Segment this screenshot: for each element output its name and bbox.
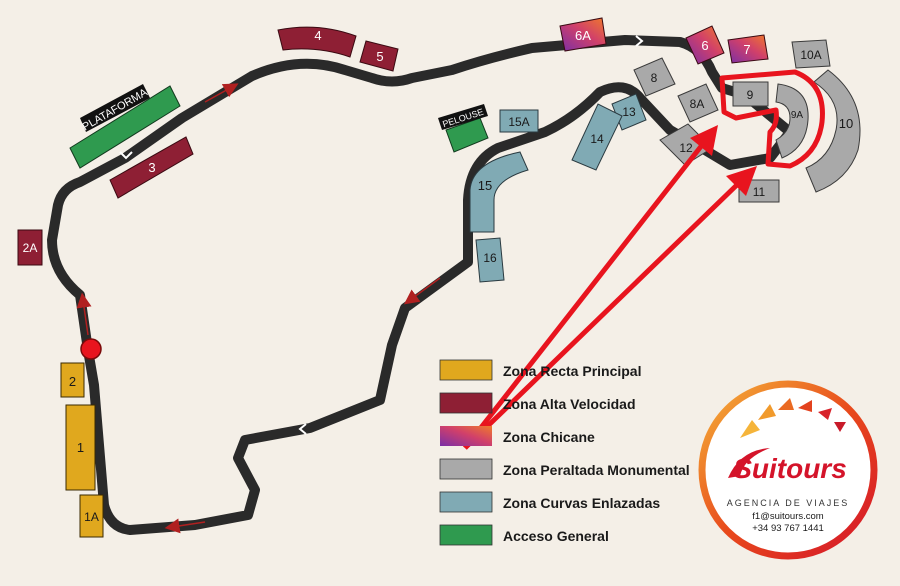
section-16-label: 16 <box>483 251 497 265</box>
highlight-outline <box>719 69 825 169</box>
pointer-arrows <box>463 125 757 450</box>
brand-phone[interactable]: +34 93 767 1441 <box>752 523 824 534</box>
section-6a[interactable]: 6A <box>559 17 607 52</box>
section-4-label: 4 <box>314 28 321 43</box>
section-14[interactable]: 14 <box>571 103 623 171</box>
section-13-label: 13 <box>622 105 636 119</box>
section-15-label: 15 <box>478 178 492 193</box>
section-8a-label: 8A <box>690 97 705 111</box>
brand-email[interactable]: f1@suitours.com <box>752 511 824 522</box>
direction-chevron-1 <box>119 151 133 160</box>
legend-item-alta: Zona Alta Velocidad <box>439 392 636 414</box>
section-7[interactable]: 7 <box>727 34 769 64</box>
legend-label-recta: Zona Recta Principal <box>503 363 641 379</box>
section-1-label: 1 <box>77 440 84 455</box>
section-15[interactable]: 15 <box>469 151 529 233</box>
legend-item-acceso: Acceso General <box>439 524 609 546</box>
legend-swatch-alta <box>439 392 493 414</box>
legend-item-peraltada: Zona Peraltada Monumental <box>439 458 690 480</box>
pelouse-area[interactable]: PELOUSE <box>438 104 489 153</box>
legend-swatch-chicane <box>440 426 492 446</box>
legend-item-chicane: Zona Chicane <box>440 426 595 446</box>
section-4[interactable]: 4 <box>277 26 357 58</box>
direction-arrow-2 <box>76 292 92 336</box>
section-6-label: 6 <box>701 38 708 53</box>
suitours-logo[interactable]: Suitours AGENCIA DE VIAJES f1@suitours.c… <box>698 380 878 560</box>
section-9-label: 9 <box>747 88 754 102</box>
logo-swoosh-icon <box>728 448 770 478</box>
section-2-label: 2 <box>69 374 76 389</box>
brand-tagline: AGENCIA DE VIAJES <box>727 498 850 508</box>
section-9a-label: 9A <box>791 110 804 121</box>
legend: Zona Recta Principal Zona Alta Velocidad… <box>439 359 690 546</box>
section-6a-label: 6A <box>575 28 591 43</box>
start-marker <box>80 338 102 360</box>
section-3[interactable]: 3 <box>109 136 194 199</box>
plataforma-area[interactable]: PLATAFORMA <box>69 84 181 169</box>
section-5[interactable]: 5 <box>359 40 399 72</box>
section-10a-label: 10A <box>800 48 821 62</box>
section-7-label: 7 <box>743 42 750 57</box>
brand-name: Suitours <box>733 453 847 484</box>
section-10a[interactable]: 10A <box>791 39 831 69</box>
section-3-label: 3 <box>148 160 155 175</box>
section-10[interactable]: 10 <box>805 69 861 193</box>
section-2a-label: 2A <box>23 241 38 255</box>
legend-swatch-recta <box>439 359 493 381</box>
direction-arrow-4 <box>403 277 441 305</box>
legend-item-recta: Zona Recta Principal <box>439 359 641 381</box>
logo-rays <box>740 398 846 438</box>
section-15a[interactable]: 15A <box>499 109 539 133</box>
section-6[interactable]: 6 <box>685 25 725 65</box>
section-15a-label: 15A <box>508 115 529 129</box>
section-8a[interactable]: 8A <box>677 83 719 123</box>
section-5-label: 5 <box>376 49 383 64</box>
legend-label-peraltada: Zona Peraltada Monumental <box>503 462 690 478</box>
section-2[interactable]: 2 <box>60 362 85 398</box>
section-1a[interactable]: 1A <box>79 494 104 538</box>
legend-label-curvas: Zona Curvas Enlazadas <box>503 495 660 511</box>
section-8-label: 8 <box>651 71 658 85</box>
legend-label-alta: Zona Alta Velocidad <box>503 396 636 412</box>
section-11-label: 11 <box>753 185 766 199</box>
section-1a-label: 1A <box>84 510 99 524</box>
section-2a[interactable]: 2A <box>17 229 43 266</box>
legend-swatch-acceso <box>439 524 493 546</box>
legend-item-curvas: Zona Curvas Enlazadas <box>439 491 660 513</box>
section-14-label: 14 <box>590 132 604 146</box>
section-8[interactable]: 8 <box>633 57 676 97</box>
legend-swatch-peraltada <box>439 458 493 480</box>
section-10-label: 10 <box>839 116 853 131</box>
section-1[interactable]: 1 <box>65 404 96 491</box>
direction-chevron-2 <box>635 35 644 47</box>
direction-chevron-3 <box>298 423 307 435</box>
legend-swatch-curvas <box>439 491 493 513</box>
direction-arrow-1 <box>204 83 239 103</box>
section-12[interactable]: 12 <box>659 123 713 166</box>
direction-arrow-3 <box>164 518 206 534</box>
legend-label-chicane: Zona Chicane <box>503 429 595 445</box>
legend-label-acceso: Acceso General <box>503 528 609 544</box>
section-9a[interactable]: 9A <box>775 83 809 159</box>
section-16[interactable]: 16 <box>475 237 505 283</box>
section-12-label: 12 <box>679 141 693 155</box>
section-9[interactable]: 9 <box>732 81 769 107</box>
